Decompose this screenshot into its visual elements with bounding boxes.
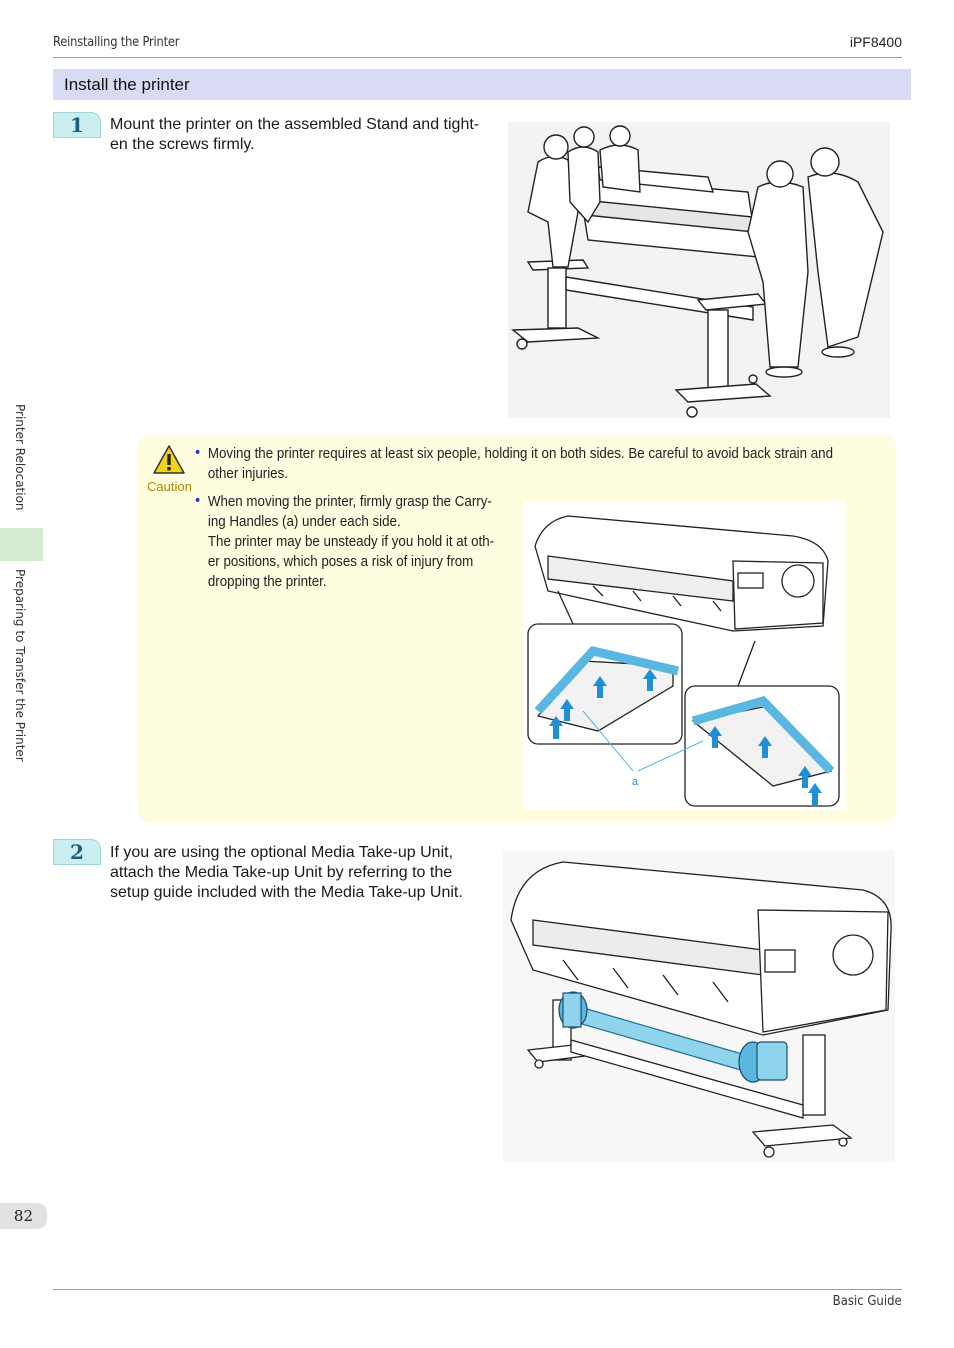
caution-bullet-2: • When moving the printer, firmly grasp … <box>195 492 499 592</box>
caution-bullet-1: • Moving the printer requires at least s… <box>195 444 839 484</box>
illustration-carrying-handles: a <box>523 501 845 810</box>
warning-triangle-icon <box>153 445 185 474</box>
caution-bullet-2-line-2: ing Handles (a) under each side. <box>207 514 401 530</box>
section-heading-bar <box>53 69 911 100</box>
page-number: 82 <box>13 1207 33 1225</box>
callout-letter-a: a <box>632 776 639 788</box>
step-2-line-3: setup guide included with the Media Take… <box>110 884 463 901</box>
step-1-line-2: en the screws firmly. <box>110 136 255 153</box>
caution-bullet-1-line-2: other injuries. <box>207 466 288 482</box>
side-tab-preparing-transfer[interactable]: Preparing to Transfer the Printer <box>13 569 27 762</box>
footer-guide-title: Basic Guide <box>832 1294 902 1309</box>
step-2-text: If you are using the optional Media Take… <box>110 843 463 903</box>
step-2-line-2: attach the Media Take-up Unit by referri… <box>110 864 453 881</box>
side-tab-printer-relocation[interactable]: Printer Relocation <box>13 404 27 511</box>
footer-divider <box>53 1289 902 1290</box>
illustration-media-take-up-unit <box>503 850 895 1162</box>
bullet-marker: • <box>195 492 201 509</box>
header-divider <box>53 57 902 58</box>
step-1-text: Mount the printer on the assembled Stand… <box>110 115 479 155</box>
caution-bullet-1-line-1: Moving the printer requires at least six… <box>207 446 834 462</box>
header-model-name: iPF8400 <box>849 34 902 50</box>
caution-bullet-2-line-3: The printer may be unsteady if you hold … <box>207 534 495 550</box>
step-2-line-1: If you are using the optional Media Take… <box>110 844 454 861</box>
side-tab-active-marker <box>0 528 43 561</box>
caution-label: Caution <box>147 479 192 494</box>
step-2-badge: 2 <box>53 839 101 865</box>
caution-bullet-2-line-5: dropping the printer. <box>207 574 327 590</box>
step-1-badge: 1 <box>53 112 101 138</box>
header-chapter-title: Reinstalling the Printer <box>53 35 180 50</box>
bullet-marker: • <box>195 444 201 461</box>
caution-bullet-2-line-4: er positions, which poses a risk of inju… <box>207 554 474 570</box>
illustration-printer-lift <box>508 122 890 418</box>
step-1-line-1: Mount the printer on the assembled Stand… <box>110 116 480 133</box>
section-title: Install the printer <box>64 75 190 94</box>
page-number-tab: 82 <box>0 1203 47 1229</box>
caution-bullet-2-line-1: When moving the printer, firmly grasp th… <box>207 494 492 510</box>
